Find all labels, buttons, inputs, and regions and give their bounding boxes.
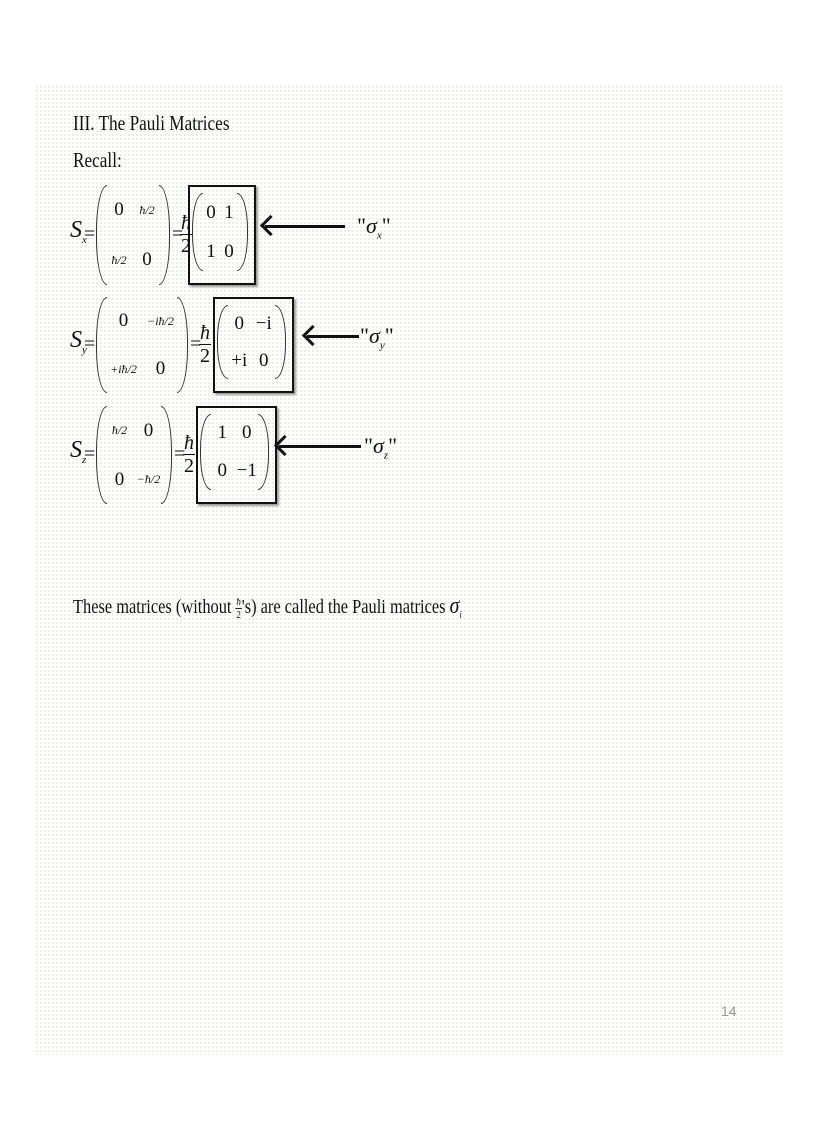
operator-subscript: z	[82, 453, 87, 466]
pauli-label-symbol: σ	[365, 213, 377, 238]
pauli-label: "σx"	[357, 213, 391, 242]
prefactor-numerator: ħ	[180, 212, 192, 235]
sigma-subscript: i	[459, 610, 462, 621]
matrix-entry: −ħ/2	[136, 472, 161, 486]
spin-matrix: ħ/2 0 0 −ħ/2	[96, 406, 172, 504]
matrix-entry: −i	[255, 312, 272, 334]
section-title: III. The Pauli Matrices	[73, 111, 230, 135]
pauli-matrix-box	[213, 297, 294, 393]
spin-matrix: 0 −iħ/2 +iħ/2 0	[96, 297, 188, 393]
operator-letter: S	[70, 437, 82, 463]
pauli-label: "σz"	[364, 433, 398, 462]
matrix-entry: 0	[118, 310, 129, 331]
matrix-entry: 0	[234, 312, 245, 334]
arrow-left-icon	[279, 445, 361, 448]
prefactor-denominator: 2	[184, 455, 194, 477]
prefactor-denominator: 2	[200, 345, 210, 367]
matrix-entry: 0	[259, 349, 269, 371]
matrix-entry: 0	[114, 468, 125, 490]
matrix-entry: +i	[231, 349, 248, 371]
background-texture	[35, 85, 783, 1055]
spin-matrix: 0 ħ/2 ħ/2 0	[96, 185, 170, 285]
matrix-entry: 0	[143, 419, 154, 441]
matrix-entry: 0	[114, 199, 124, 220]
matrix-entry: ħ/2	[139, 202, 155, 217]
operator-subscript: y	[82, 343, 87, 356]
matrix-entry: ħ/2	[111, 252, 127, 267]
matrix-entry: 1	[206, 240, 216, 262]
matrix-entry: +iħ/2	[110, 361, 137, 376]
pauli-matrix-box	[196, 406, 277, 504]
operator-symbol: Sx	[70, 217, 87, 246]
operator-letter: S	[70, 217, 82, 243]
matrix-entry: 0	[217, 460, 228, 481]
equals-sign: =	[190, 333, 202, 355]
footer-text-2: 's) are called the Pauli matrices	[241, 596, 450, 618]
footer-text-1: These matrices (without	[73, 596, 236, 618]
equals-sign: =	[174, 443, 186, 465]
equals-sign: =	[84, 333, 96, 355]
prefactor-numerator: ħ	[183, 432, 195, 455]
equals-sign: =	[84, 223, 96, 245]
pauli-label-subscript: y	[379, 339, 385, 352]
pauli-label-symbol: σ	[368, 323, 380, 348]
operator-subscript: x	[82, 233, 87, 246]
operator-symbol: Sz	[70, 437, 86, 466]
equals-sign: =	[84, 443, 96, 465]
matrix-entry: 1	[217, 422, 228, 443]
matrix-entry: 1	[224, 201, 234, 223]
pauli-matrix-box	[188, 185, 256, 285]
matrix-entry: 0	[242, 422, 252, 443]
pauli-label-subscript: x	[376, 229, 382, 242]
matrix-entry: 0	[155, 358, 166, 379]
matrix-entry: ħ/2	[111, 423, 128, 437]
frac-den: 2	[236, 608, 241, 621]
sigma-symbol: σ	[449, 593, 460, 619]
prefactor-numerator: ħ	[199, 322, 211, 345]
operator-letter: S	[70, 327, 82, 353]
matrix-entry: 0	[224, 240, 234, 262]
prefactor-denominator: 2	[181, 235, 191, 257]
pauli-label-subscript: z	[383, 449, 389, 462]
arrow-left-icon	[265, 225, 345, 228]
matrix-entry: −iħ/2	[147, 313, 174, 328]
matrix-entry: 0	[142, 249, 152, 270]
pauli-label: "σy"	[360, 323, 394, 352]
pauli-label-symbol: σ	[372, 433, 384, 458]
operator-symbol: Sy	[70, 327, 87, 356]
recall-label: Recall:	[73, 148, 122, 172]
arrow-left-icon	[307, 335, 359, 338]
matrix-entry: −1	[236, 460, 257, 481]
page-number: 14	[721, 1003, 737, 1019]
frac-num: ħ	[235, 595, 242, 609]
pauli-matrix: 0 −i +i 0	[217, 305, 286, 379]
equals-sign: =	[172, 223, 184, 245]
matrix-entry: 0	[206, 201, 216, 223]
